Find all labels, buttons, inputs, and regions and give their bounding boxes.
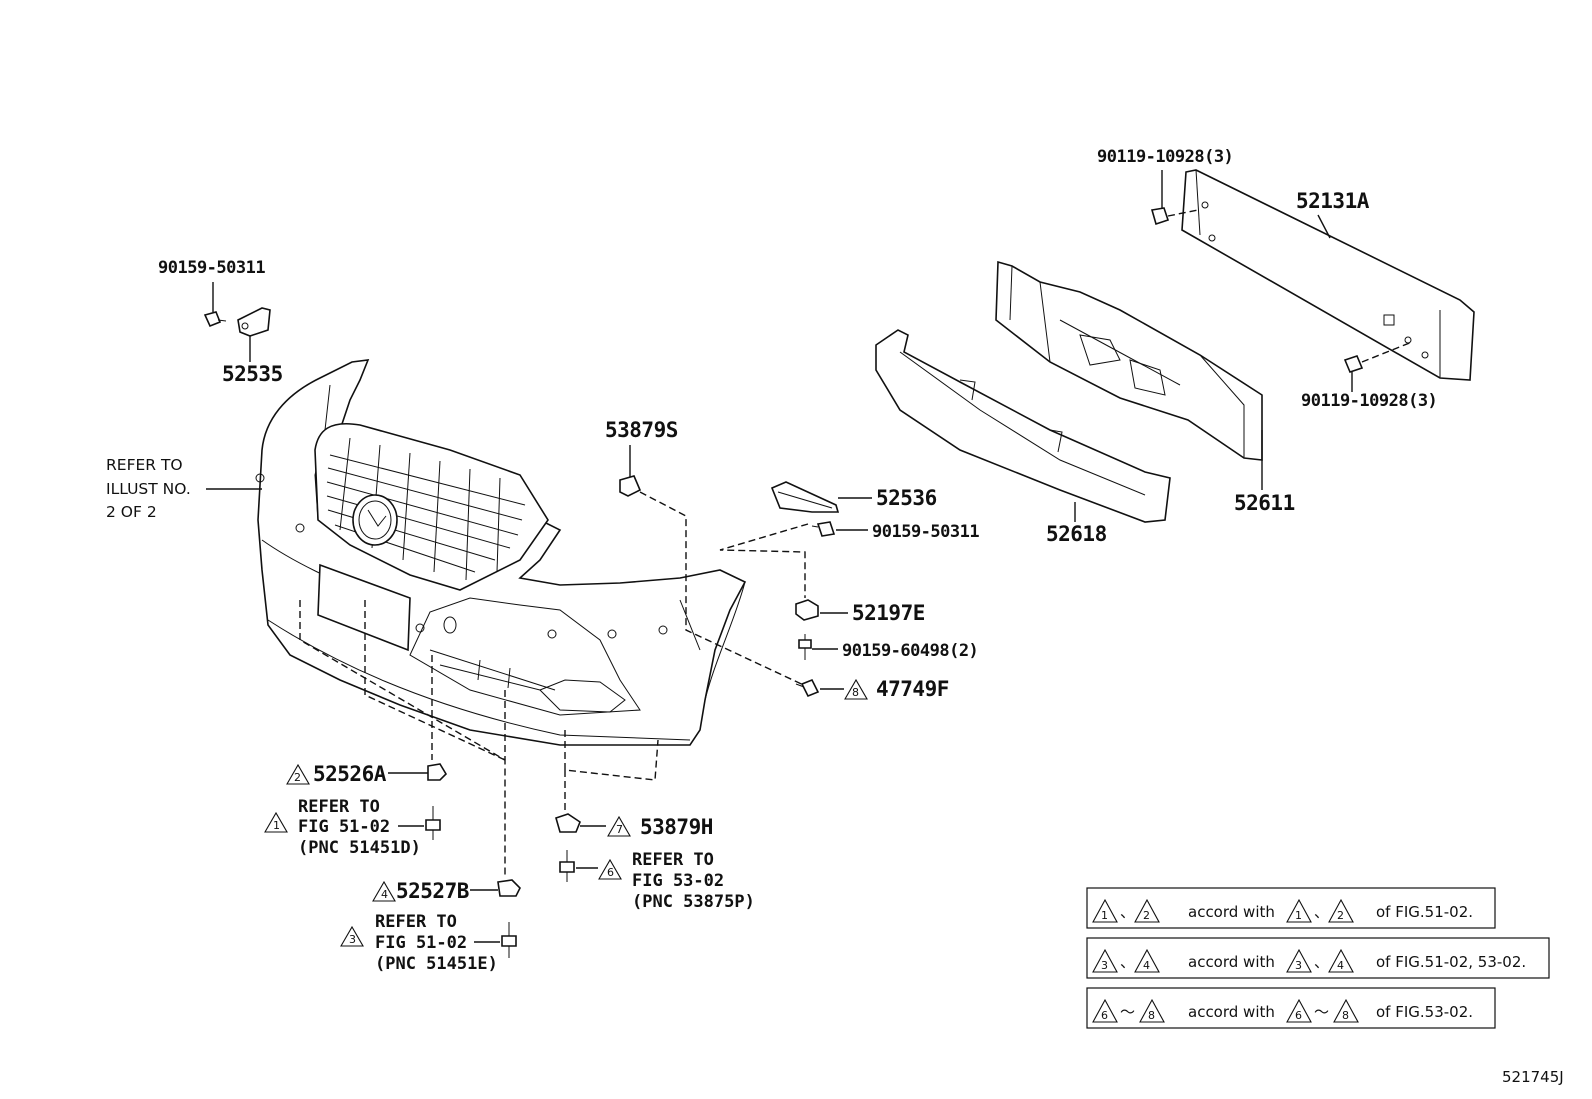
triangle-6-icon bbox=[598, 858, 622, 880]
refer-fig53-02-line1: REFER TO bbox=[632, 850, 714, 870]
svg-text:4: 4 bbox=[381, 888, 388, 901]
svg-text:8: 8 bbox=[1148, 1009, 1155, 1022]
svg-text:2: 2 bbox=[1143, 909, 1150, 922]
bolt-icon bbox=[811, 521, 836, 537]
part-number-52131A: 52131A bbox=[1296, 189, 1370, 213]
part-number-90119-10928-bottom: 90119-10928(3) bbox=[1301, 391, 1437, 411]
svg-text:3: 3 bbox=[349, 933, 356, 946]
part-number-90159-60498: 90159-60498(2) bbox=[842, 641, 978, 661]
screw-47749F-icon bbox=[795, 678, 820, 698]
part-number-90159-50311-top: 90159-50311 bbox=[158, 258, 265, 278]
svg-text:3: 3 bbox=[1101, 959, 1108, 972]
bolt-icon bbox=[1343, 355, 1364, 373]
svg-text:1: 1 bbox=[1295, 909, 1302, 922]
part-number-47749F: 47749F bbox=[876, 677, 949, 701]
bolt-icon bbox=[203, 311, 227, 328]
clip-53879S-icon bbox=[619, 475, 642, 497]
bolt-icon bbox=[425, 806, 441, 840]
part-number-52611: 52611 bbox=[1234, 491, 1295, 515]
svg-text:2: 2 bbox=[294, 771, 301, 784]
nut-52527B-icon bbox=[497, 879, 521, 897]
part-number-53879H: 53879H bbox=[640, 815, 713, 839]
svg-text:accord with: accord with bbox=[1188, 953, 1275, 971]
svg-text:7: 7 bbox=[616, 823, 623, 836]
refer-fig51-02-e-line1: REFER TO bbox=[375, 912, 457, 932]
legend-row-2: 3 、 4 accord with 3 、 4 of FIG.51-02, 53… bbox=[1086, 937, 1550, 979]
svg-text:、: 、 bbox=[1120, 953, 1135, 971]
svg-text:of FIG.51-02, 53-02.: of FIG.51-02, 53-02. bbox=[1376, 953, 1526, 971]
refer-fig51-02-e-line3: (PNC 51451E) bbox=[375, 954, 498, 974]
svg-text:6: 6 bbox=[607, 866, 614, 879]
svg-text:～: ～ bbox=[1120, 1003, 1135, 1021]
svg-text:of FIG.53-02.: of FIG.53-02. bbox=[1376, 1003, 1473, 1021]
svg-text:accord with: accord with bbox=[1188, 903, 1275, 921]
refer-fig53-02-line2: FIG 53-02 bbox=[632, 871, 724, 891]
bumper-cover bbox=[255, 359, 747, 746]
triangle-3-icon bbox=[340, 925, 364, 947]
triangle-2-icon bbox=[286, 763, 310, 785]
bracket-52535-icon bbox=[237, 307, 271, 337]
screw-icon bbox=[798, 634, 812, 660]
part-number-52535: 52535 bbox=[222, 362, 283, 386]
triangle-7-icon bbox=[607, 815, 631, 837]
part-number-52536: 52536 bbox=[876, 486, 937, 510]
absorber-52618 bbox=[875, 329, 1171, 523]
svg-text:、: 、 bbox=[1120, 903, 1135, 921]
part-number-52526A: 52526A bbox=[313, 762, 387, 786]
nut-52526A-icon bbox=[427, 763, 448, 781]
figure-id: 521745J bbox=[1502, 1068, 1564, 1086]
svg-text:～: ～ bbox=[1314, 1003, 1329, 1021]
svg-text:4: 4 bbox=[1337, 959, 1344, 972]
bolt-icon bbox=[1150, 207, 1170, 226]
refer-fig51-02-d-line2: FIG 51-02 bbox=[298, 817, 390, 837]
triangle-1-icon bbox=[264, 811, 288, 833]
svg-text:8: 8 bbox=[852, 686, 859, 699]
legend-row-1: 1 、 2 accord with 1 、 2 of FIG.51-02. bbox=[1086, 887, 1496, 929]
bracket-52536-icon bbox=[770, 481, 840, 513]
refer-fig51-02-d-line3: (PNC 51451D) bbox=[298, 838, 421, 858]
nut-52197E-icon bbox=[795, 599, 819, 621]
bolt-icon bbox=[501, 922, 517, 958]
svg-text:1: 1 bbox=[1101, 909, 1108, 922]
svg-text:8: 8 bbox=[1342, 1009, 1349, 1022]
svg-text:2: 2 bbox=[1337, 909, 1344, 922]
part-number-53879S: 53879S bbox=[605, 418, 678, 442]
triangle-4-icon bbox=[372, 880, 396, 902]
triangle-8-icon bbox=[844, 678, 868, 700]
bolt-icon bbox=[559, 850, 575, 882]
svg-text:、: 、 bbox=[1314, 953, 1329, 971]
svg-text:accord with: accord with bbox=[1188, 1003, 1275, 1021]
part-number-52527B: 52527B bbox=[396, 879, 469, 903]
svg-text:6: 6 bbox=[1295, 1009, 1302, 1022]
refer-illust-line1: REFER TO bbox=[106, 456, 183, 474]
refer-fig53-02-line3: (PNC 53875P) bbox=[632, 892, 755, 912]
absorber-52611 bbox=[995, 260, 1263, 461]
svg-text:3: 3 bbox=[1295, 959, 1302, 972]
refer-fig51-02-e-line2: FIG 51-02 bbox=[375, 933, 467, 953]
svg-text:of FIG.51-02.: of FIG.51-02. bbox=[1376, 903, 1473, 921]
part-number-90119-10928-top: 90119-10928(3) bbox=[1097, 147, 1233, 167]
svg-text:、: 、 bbox=[1314, 903, 1329, 921]
part-number-52197E: 52197E bbox=[852, 601, 925, 625]
part-number-90159-50311-mid: 90159-50311 bbox=[872, 522, 979, 542]
clip-53879H-icon bbox=[555, 813, 581, 833]
refer-fig51-02-d-line1: REFER TO bbox=[298, 797, 380, 817]
part-number-52618: 52618 bbox=[1046, 522, 1107, 546]
reinforcement-52131A bbox=[1181, 169, 1475, 381]
svg-text:1: 1 bbox=[273, 819, 280, 832]
svg-text:6: 6 bbox=[1101, 1009, 1108, 1022]
legend-row-3: 6 ～ 8 accord with 6 ～ 8 of FIG.53-02. bbox=[1086, 987, 1496, 1029]
refer-illust-line3: 2 OF 2 bbox=[106, 503, 157, 521]
refer-illust-line2: ILLUST NO. bbox=[106, 480, 191, 498]
svg-text:4: 4 bbox=[1143, 959, 1150, 972]
